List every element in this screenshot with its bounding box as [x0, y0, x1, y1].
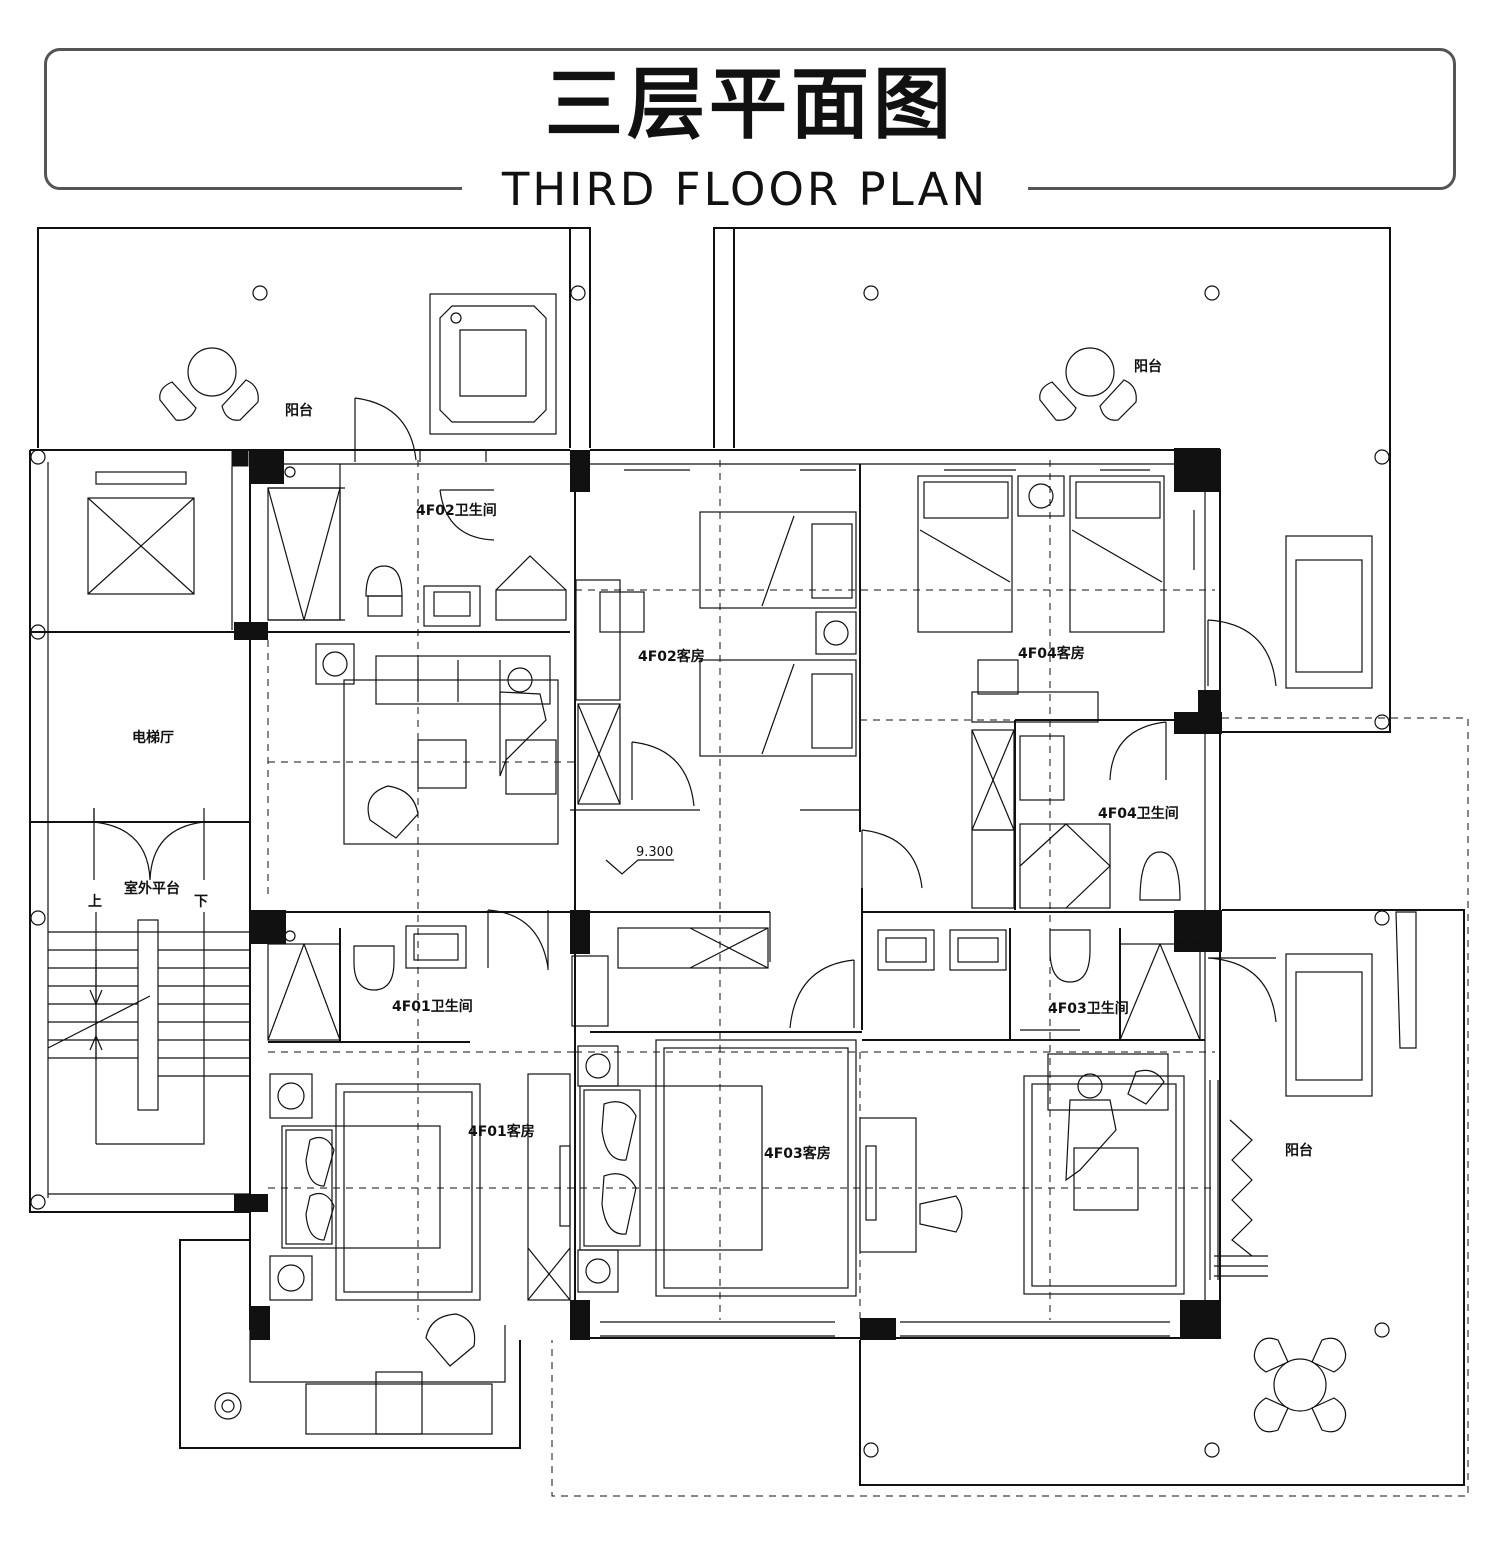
- bath-4f04-fixtures: [971, 535, 1373, 909]
- guest-4f04-furniture: [917, 469, 1195, 723]
- page-title-english-wrap: THIRD FLOOR PLAN: [462, 164, 1028, 216]
- guest-4f03-furniture: [571, 927, 963, 1297]
- label-guest-4f02: 4F02客房: [638, 648, 705, 665]
- label-bath-4f03: 4F03卫生间: [1048, 1000, 1129, 1017]
- bath-4f01-fixtures: [267, 925, 467, 1041]
- label-balcony-nw: 阳台: [285, 402, 313, 419]
- guest-4f01-furniture: [214, 1073, 571, 1435]
- doors: [93, 397, 1277, 1277]
- label-elevator-hall: 电梯厅: [132, 729, 174, 746]
- label-bath-4f04: 4F04卫生间: [1098, 805, 1179, 822]
- label-guest-4f04: 4F04客房: [1018, 645, 1085, 662]
- level-marker: [605, 859, 674, 875]
- label-outdoor-platform: 室外平台: [124, 880, 180, 897]
- outdoor-table-se: [1253, 1337, 1347, 1433]
- label-bath-4f02: 4F02卫生间: [416, 502, 497, 519]
- label-balcony-se: 阳台: [1285, 1142, 1313, 1159]
- label-bath-4f01: 4F01卫生间: [392, 998, 473, 1015]
- elevator-shaft: [87, 466, 233, 630]
- guest-4f02-furniture: [575, 469, 857, 805]
- page-title-chinese: 三层平面图: [544, 60, 955, 150]
- staircase: [47, 912, 250, 1195]
- living-4f02-furniture: [315, 643, 559, 845]
- bath-4f02-fixtures: [267, 450, 567, 627]
- jacuzzi-nw: [429, 293, 557, 435]
- label-stair-down: 下: [194, 894, 208, 910]
- balcony-posts: [30, 285, 1390, 1458]
- balcony-outlines: [37, 227, 1465, 1486]
- label-guest-4f01: 4F01客房: [468, 1123, 535, 1140]
- outdoor-table-nw: [159, 347, 259, 421]
- label-guest-4f03: 4F03客房: [764, 1145, 831, 1162]
- page-title-english: THIRD FLOOR PLAN: [501, 163, 989, 216]
- label-stair-up: 上: [88, 894, 102, 910]
- label-balcony-ne: 阳台: [1134, 358, 1162, 375]
- room-labels: 阳台 阳台 阳台 4F02卫生间 4F02客房 4F04客房 4F04卫生间 电…: [88, 358, 1313, 1162]
- main-walls: [29, 449, 1221, 1339]
- study-se-furniture: [1023, 1053, 1185, 1295]
- label-level-mark: 9.300: [636, 845, 673, 860]
- bath-4f03-fixtures: [877, 929, 1373, 1097]
- outdoor-table-ne: [1039, 347, 1137, 421]
